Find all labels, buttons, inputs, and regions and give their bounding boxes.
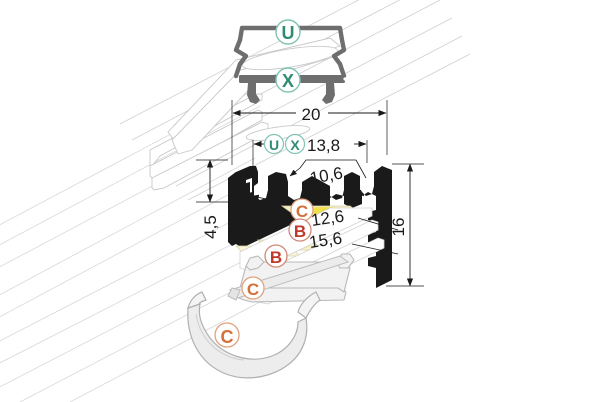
marker-label-b-lower: B — [270, 248, 282, 267]
dimension-16: 16 — [386, 163, 424, 287]
marker-label-u-top: U — [282, 23, 295, 43]
marker-label-u-dim: U — [269, 137, 279, 153]
marker-c-clip: C — [241, 276, 265, 300]
marker-c-lens: C — [214, 322, 240, 348]
marker-label-c-strip: C — [296, 202, 308, 221]
dimension-label-13-8: 13,8 — [307, 136, 340, 155]
dimension-15-6: 15,6 — [247, 215, 399, 255]
dimension-12-6: 12,6 — [251, 194, 399, 231]
dimension-label-12-6: 12,6 — [310, 207, 345, 230]
spring-clip-u — [233, 25, 347, 79]
round-cover-c — [187, 291, 321, 379]
dimension-label-4-5: 4,5 — [201, 215, 220, 239]
marker-label-c-clip: C — [247, 280, 259, 299]
marker-x-dim: X — [284, 133, 306, 155]
dimension-4-5: 4,5 — [196, 159, 236, 239]
dimension-20: 20 — [231, 100, 388, 165]
dimension-13-8: 13,8 — [252, 136, 368, 168]
marker-label-x-dim: X — [290, 137, 300, 153]
profile-inner-wall — [228, 172, 250, 244]
perspective-ghost-lines — [0, 91, 263, 402]
dimension-label-20: 20 — [302, 105, 321, 124]
marker-b-lower: B — [264, 244, 288, 268]
marker-c-strip: C — [290, 198, 314, 222]
marker-x-cover: X — [275, 67, 301, 93]
dimension-label-16: 16 — [389, 218, 408, 237]
marker-label-x-cover: X — [282, 71, 294, 91]
marker-u-top: U — [275, 19, 301, 45]
marker-u-dim: U — [263, 133, 285, 155]
marker-label-c-lens: C — [221, 327, 234, 347]
marker-label-b-strip: B — [294, 222, 306, 241]
dimension-label-15-6: 15,6 — [308, 229, 343, 252]
marker-b-strip: B — [288, 218, 312, 242]
